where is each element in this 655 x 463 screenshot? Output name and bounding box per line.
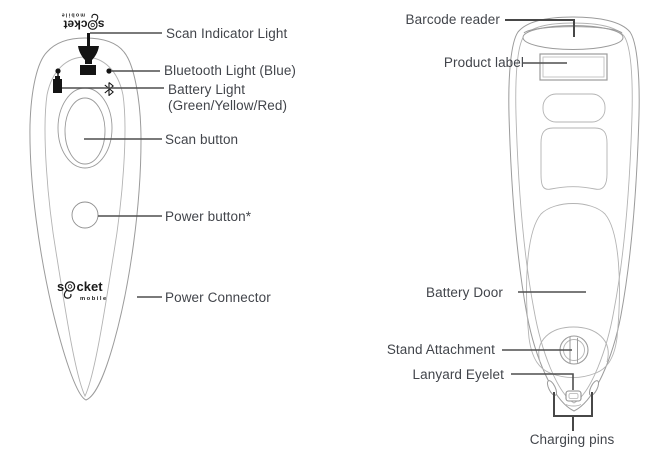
label-battery-light: Battery Light (Green/Yellow/Red) bbox=[168, 82, 287, 114]
label-battery-door: Battery Door bbox=[426, 285, 503, 300]
label-power-connector: Power Connector bbox=[165, 290, 271, 305]
label-scan-indicator-light: Scan Indicator Light bbox=[166, 26, 288, 41]
charging-pins bbox=[546, 380, 600, 396]
svg-text:cket: cket bbox=[77, 279, 104, 294]
brand-logo-front: s cket mobile bbox=[57, 279, 108, 302]
back-view-device bbox=[502, 16, 640, 431]
label-stand-attachment: Stand Attachment bbox=[386, 342, 495, 357]
front-faceplate-contour bbox=[44, 56, 126, 398]
svg-text:s: s bbox=[57, 279, 64, 294]
svg-text:mobile: mobile bbox=[80, 296, 108, 302]
scan-button bbox=[64, 97, 106, 165]
brand-logo-top: s cket mobile bbox=[60, 12, 104, 32]
front-leader-lines bbox=[62, 32, 164, 298]
label-charging-pins: Charging pins bbox=[529, 432, 615, 447]
lanyard-eyelet bbox=[565, 390, 582, 407]
svg-text:s: s bbox=[98, 18, 105, 32]
back-recess-square bbox=[540, 127, 608, 190]
label-barcode-reader: Barcode reader bbox=[405, 12, 500, 27]
back-rim-contour bbox=[515, 22, 633, 404]
back-leader-lines bbox=[502, 19, 593, 431]
label-scan-button: Scan button bbox=[165, 132, 239, 147]
stand-attachment bbox=[538, 326, 609, 365]
label-bluetooth-light: Bluetooth Light (Blue) bbox=[164, 63, 297, 78]
back-recess-pill bbox=[542, 93, 606, 123]
label-battery-light-line1: Battery Light bbox=[168, 82, 246, 97]
svg-text:cket: cket bbox=[63, 18, 87, 32]
label-battery-light-line2: (Green/Yellow/Red) bbox=[168, 98, 288, 113]
battery-light-icon bbox=[53, 68, 62, 93]
scan-indicator-light-icon bbox=[78, 33, 99, 75]
product-label-plate bbox=[539, 53, 608, 81]
front-view-device: s cket mobile s cket mobile bbox=[29, 12, 164, 401]
label-product-label: Product label bbox=[443, 55, 524, 70]
front-body-outline bbox=[29, 37, 142, 401]
power-button bbox=[71, 201, 99, 229]
label-power-button: Power button* bbox=[165, 209, 252, 224]
back-body-outline bbox=[508, 16, 640, 412]
label-lanyard-eyelet: Lanyard Eyelet bbox=[412, 367, 504, 382]
svg-text:mobile: mobile bbox=[60, 12, 85, 18]
